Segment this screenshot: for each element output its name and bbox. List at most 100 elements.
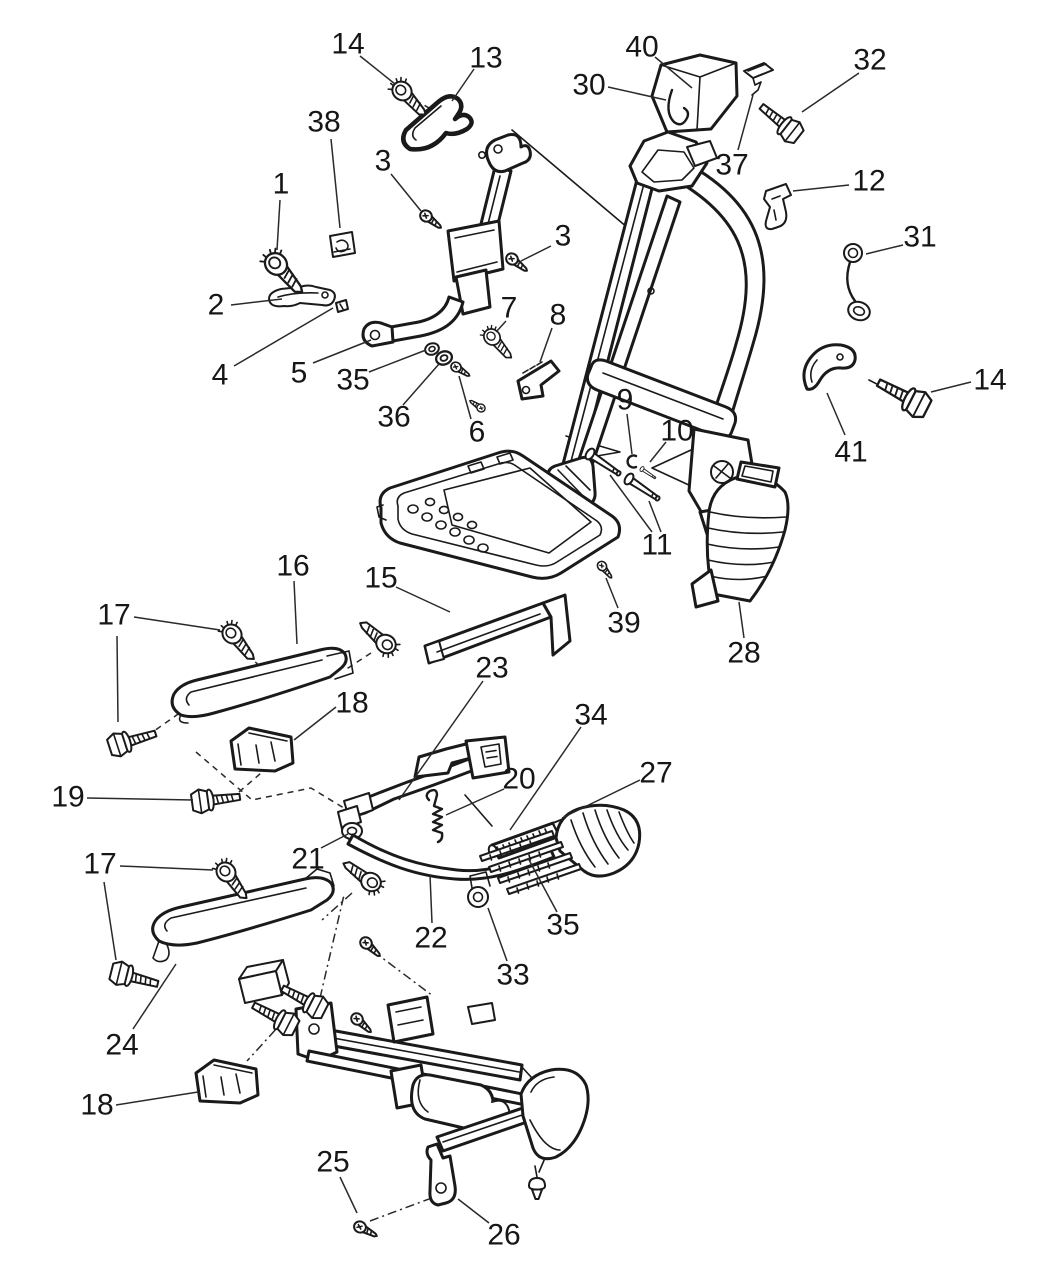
callout-label-1: 1 [273,168,290,201]
leader-line-31 [865,244,904,255]
leader-line-6 [458,375,472,420]
callout-label-25: 25 [316,1146,349,1179]
part-tether-strap-31 [843,243,871,322]
callout-label-31: 31 [903,221,936,254]
part-recliner-handle-41 [802,343,857,391]
leader-line-41 [826,392,846,436]
callout-label-8: 8 [550,299,567,332]
leader-line-16 [293,580,298,645]
part-adjuster-screws-35 [479,830,582,895]
callout-label-36: 36 [377,401,410,434]
part-seat-belt-buckle-28 [690,460,790,609]
part-seat-back-frame [546,130,766,536]
leader-line-23 [398,680,484,801]
leader-line-11-2 [648,500,662,533]
callout-label-40: 40 [625,31,658,64]
leader-line-33 [487,907,508,962]
part-slide-bracket-18-upper [229,726,295,773]
leader-line-35a [368,349,427,373]
part-adjuster-frame-23 [337,735,511,846]
leader-line-11-1 [609,474,653,533]
callout-label-5: 5 [291,357,308,390]
fastener-screw-3-upper [416,207,446,233]
callout-label-30: 30 [572,69,605,102]
part-belt-guide-8 [516,359,561,401]
leader-line-30 [607,86,667,101]
fastener-pin-11-lower [621,471,664,505]
part-trim-strip-15 [423,593,572,665]
callout-label-20: 20 [502,763,535,796]
leader-line-20 [445,788,505,816]
callout-label-38: 38 [307,106,340,139]
leader-line-2 [230,298,283,306]
fastener-screw-16-right [350,617,404,663]
leader-line-15 [395,586,451,613]
part-bracket-12 [763,183,792,231]
fastener-screw-6 [448,359,474,380]
callout-label-35a: 35 [336,364,369,397]
leader-line-40 [654,56,693,89]
leader-line-12 [792,184,850,192]
callout-label-3b: 3 [555,220,572,253]
part-side-cover-16 [170,646,354,724]
callout-label-34: 34 [574,699,607,732]
part-roller-33 [467,871,491,908]
fastener-bolt-17-lower [104,720,160,760]
callout-label-16: 16 [276,550,309,583]
callout-label-24: 24 [105,1029,138,1062]
callout-label-18b: 18 [80,1089,113,1122]
leader-line-25 [339,1176,358,1214]
fastener-screw-21-area [335,857,389,900]
leader-line-1 [276,199,281,251]
part-clip-38 [329,231,356,258]
fastener-bolt-24-left [107,958,162,996]
fastener-bolt-32 [752,96,808,148]
callout-label-26: 26 [487,1219,520,1252]
leader-line-4 [233,307,334,367]
callout-label-17b: 17 [83,848,116,881]
callout-label-14a: 14 [331,28,364,61]
leader-line-22 [429,874,433,924]
part-side-shield-27 [554,803,642,878]
callout-label-37: 37 [715,149,748,182]
part-spring-20 [425,788,444,844]
part-seat-cushion-pan [376,449,621,580]
callout-label-41: 41 [834,436,867,469]
callout-label-9: 9 [617,384,634,417]
callout-label-6: 6 [469,416,486,449]
leader-line-14b [930,381,972,393]
fastener-bolt-24-right-2 [246,994,303,1040]
leader-line-38 [330,138,341,229]
leader-line-17b-2 [103,881,117,961]
parts-artwork [151,53,871,1207]
callout-label-39: 39 [607,607,640,640]
leader-line-28 [738,601,745,639]
callout-label-2: 2 [208,289,225,322]
leader-line-19 [86,797,194,801]
fastener-screw-17-upper [214,615,266,664]
part-seat-belt-retractor [361,133,532,348]
leader-line-10 [649,441,667,463]
callout-label-23: 23 [475,652,508,685]
part-clip-4 [335,299,349,313]
leader-line-36 [402,363,440,406]
fastener-screw-track-lower [347,1009,377,1037]
part-seat-track-assembly [294,995,590,1207]
fastener-bolt-14-right [870,370,935,423]
leader-line-24 [132,963,177,1030]
part-slide-bracket-18-lower [194,1058,260,1105]
part-latch-clip-37 [743,62,774,96]
callout-leader-lines [86,55,972,1224]
callout-label-35b: 35 [546,909,579,942]
callout-label-21: 21 [291,843,324,876]
fastener-screw-6-installed [466,397,488,415]
callout-label-15: 15 [364,562,397,595]
callout-label-3a: 3 [375,145,392,178]
leader-line-8 [539,327,553,363]
callout-label-7: 7 [501,292,518,325]
leader-line-21 [320,833,349,849]
fastener-screw-3-lower [502,250,532,276]
part-headrest-sleeve [650,53,739,134]
